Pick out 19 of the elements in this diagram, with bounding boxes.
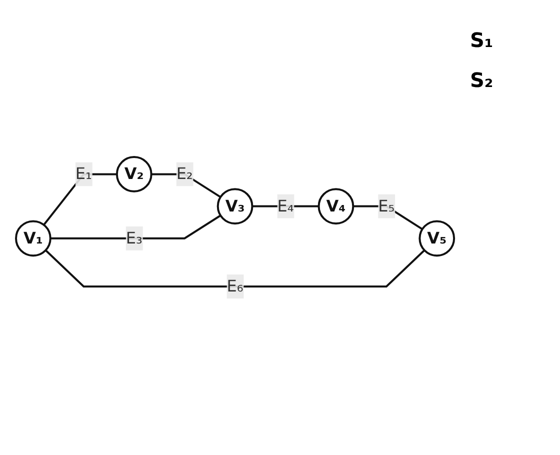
node-circle: V₁ xyxy=(14,220,52,256)
edge-label: E₂ xyxy=(176,164,193,183)
edge-label: E₅ xyxy=(378,196,395,216)
face-label: S₂ xyxy=(470,68,494,92)
edge-label: E₁ xyxy=(75,164,92,183)
node-circle: V₂ xyxy=(116,156,152,192)
connector xyxy=(151,172,222,198)
node-circle: V₃ xyxy=(216,188,254,224)
node-circle: V₅ xyxy=(418,220,456,256)
connector xyxy=(43,172,117,226)
node-circle: V₄ xyxy=(318,188,354,224)
connector xyxy=(44,249,426,288)
connector xyxy=(252,205,319,208)
edge-label: E₄ xyxy=(277,196,294,216)
connector xyxy=(353,205,423,230)
edge-label: E₃ xyxy=(126,228,142,248)
connector xyxy=(50,214,222,240)
edge-label: E₆ xyxy=(226,276,244,296)
face-label: S₁ xyxy=(470,28,494,52)
